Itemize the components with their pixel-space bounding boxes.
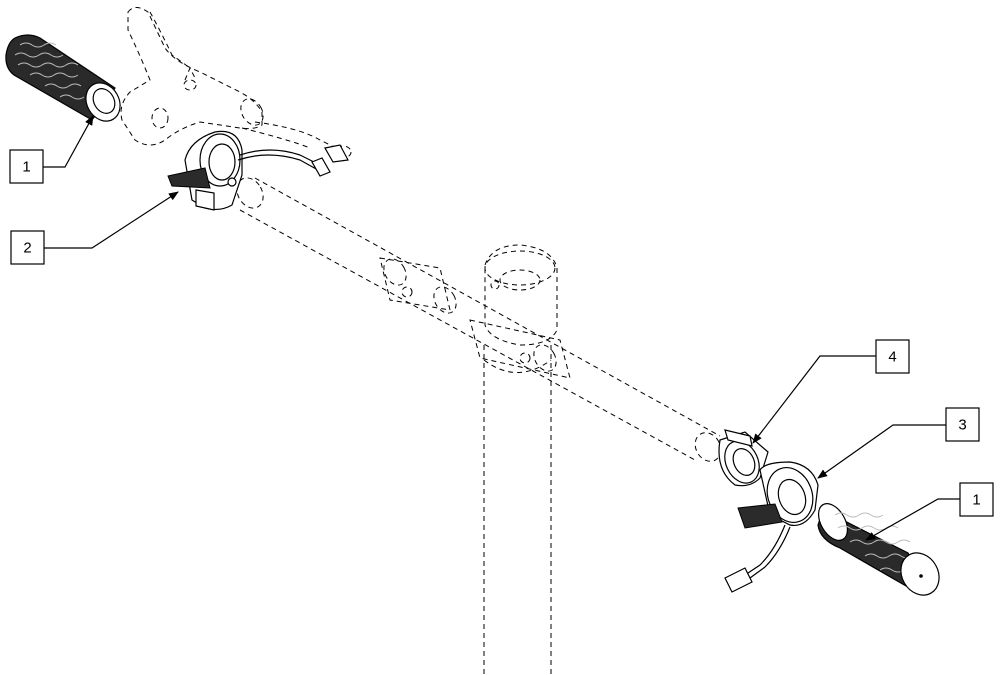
right-throttle-switch bbox=[724, 461, 819, 593]
handlebar-tube bbox=[236, 177, 722, 462]
callout-3-right-throttle: 3 bbox=[945, 407, 980, 442]
left-grip bbox=[5, 34, 121, 122]
right-spacer-clip bbox=[718, 429, 769, 487]
callout-label: 2 bbox=[23, 240, 31, 257]
callout-2-left-throttle: 2 bbox=[10, 230, 45, 265]
callout-label: 3 bbox=[958, 417, 966, 434]
callout-1-left-grip: 1 bbox=[9, 149, 44, 184]
callout-4-spacer: 4 bbox=[875, 339, 910, 374]
callout-label: 1 bbox=[22, 159, 30, 176]
callout-1-right-grip: 1 bbox=[959, 482, 994, 517]
callout-label: 1 bbox=[972, 492, 980, 509]
stem-clamp bbox=[379, 244, 571, 379]
callout-label: 4 bbox=[888, 349, 896, 366]
left-throttle-switch bbox=[167, 130, 349, 211]
stem-tube bbox=[483, 345, 552, 675]
right-grip bbox=[817, 503, 940, 596]
leader-lines bbox=[43, 115, 960, 541]
brake-lever bbox=[120, 7, 352, 159]
